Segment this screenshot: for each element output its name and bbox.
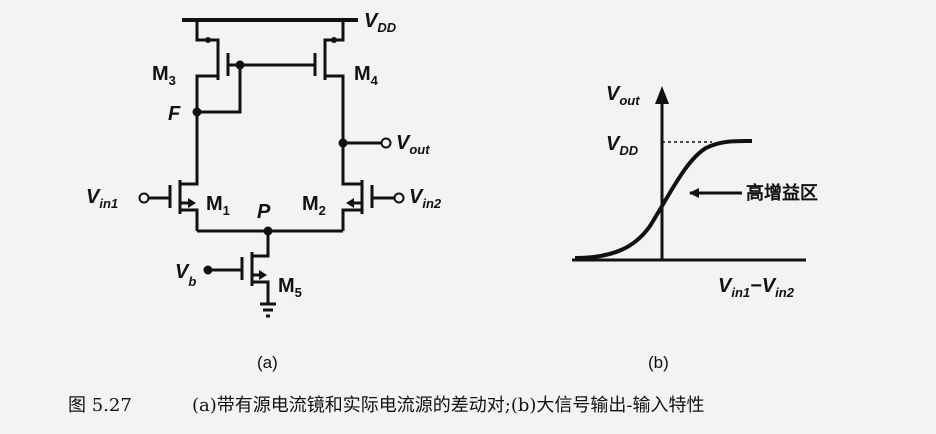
m4-label: M4 [354,63,379,88]
circuit-schematic: VDD M3 F M4 [86,10,442,372]
m3-transistor [192,20,245,117]
m5-label: M5 [278,275,302,300]
m2-transistor [341,143,405,231]
m4-transistor [240,20,345,143]
node-p-label: P [257,201,271,223]
caption-text: (a)带有源电流镜和实际电流源的差动对;(b)大信号输出-输入特性 [192,395,705,416]
y-axis-label: Vout [606,83,640,108]
panel-a-label: (a) [257,353,278,372]
vdd-label: VDD [364,10,397,35]
node-f-label: F [168,103,181,125]
panel-b-label: (b) [648,353,669,372]
vout-terminal [380,137,392,149]
m1-label: M1 [206,193,230,218]
vout-label: Vout [396,132,430,157]
transfer-characteristic-graph: Vout VDD 高增益区 Vin1−Vin2 (b) [572,83,818,372]
ground-symbol [260,302,276,318]
m2-label: M2 [302,193,326,218]
vdd-tick-label: VDD [606,133,639,158]
x-axis-label: Vin1−Vin2 [718,275,795,300]
caption-number: 图 5.27 [68,395,132,416]
vin2-label: Vin2 [409,186,442,211]
m1-transistor [138,112,199,231]
vb-label: Vb [175,261,196,289]
vin1-label: Vin1 [86,186,118,211]
figure-caption: 图 5.27 (a)带有源电流镜和实际电流源的差动对;(b)大信号输出-输入特性 [68,395,705,416]
m3-label: M3 [152,63,176,88]
m5-transistor [203,231,270,304]
high-gain-annotation: 高增益区 [746,182,818,204]
transfer-curve [574,138,753,260]
